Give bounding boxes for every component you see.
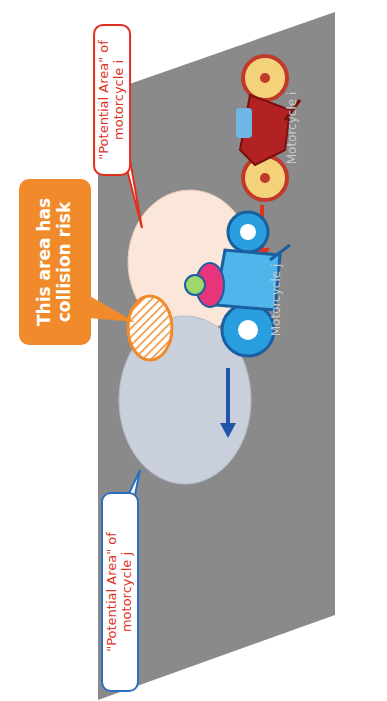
warning-callout: This area has collision risk (19, 179, 91, 345)
direction-arrow-j (226, 368, 230, 425)
motorcycle-i (236, 56, 300, 200)
motorcycle-j (185, 212, 290, 356)
arrow-head (220, 423, 236, 438)
callout-text: This area has collision risk (35, 185, 74, 339)
callout-box: "Potential Area" of motorcycle i (93, 24, 131, 176)
callout-box: "Potential Area" of motorcycle j (101, 492, 139, 692)
vehicle-label: Motorcycle i (285, 92, 299, 165)
vehicle-label: Motorcycle j (269, 264, 283, 337)
collision-area (128, 296, 172, 360)
callout-text: "Potential Area" of motorcycle i (97, 32, 127, 168)
callout-tail (88, 295, 135, 322)
callout-text: "Potential Area" of motorcycle j (105, 500, 135, 684)
road-surface (98, 12, 335, 700)
